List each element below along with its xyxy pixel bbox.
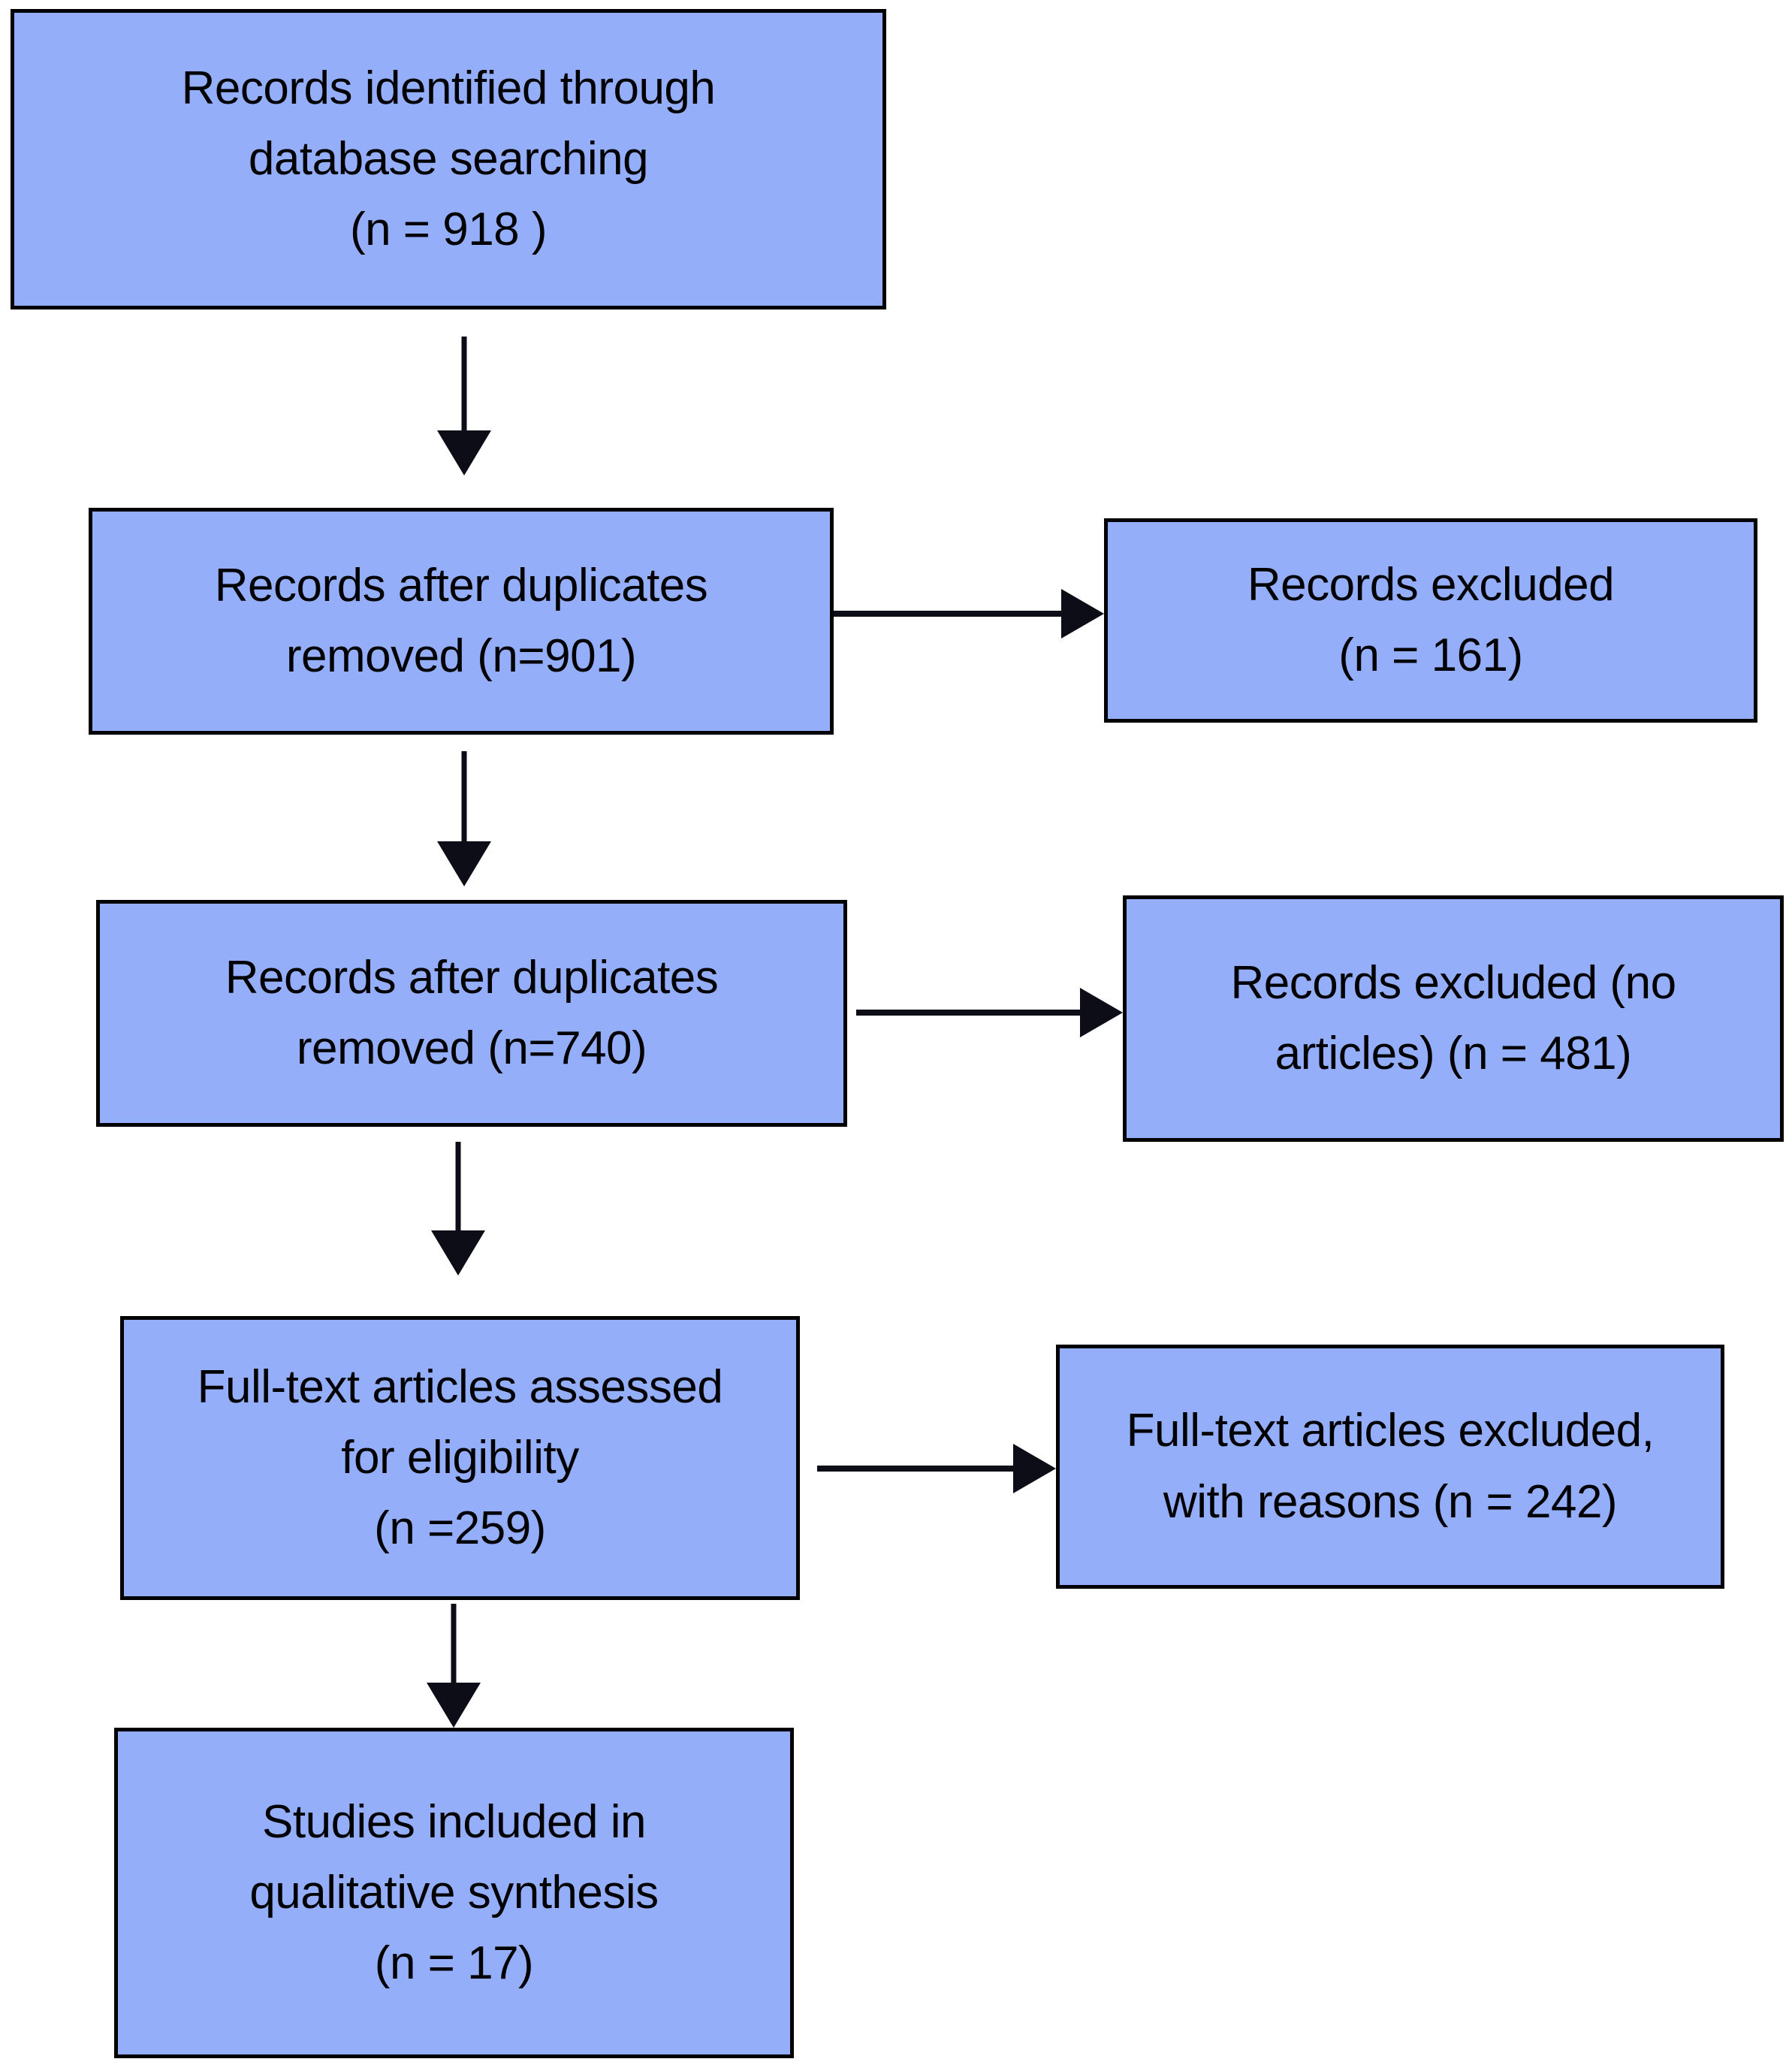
arrow-head-down-icon [431, 1230, 485, 1276]
node-line: Records excluded [1247, 558, 1615, 611]
node-line: Studies included in [262, 1795, 646, 1848]
node-records-excluded-161: Records excluded (n = 161) [1104, 518, 1757, 723]
arrow-dedup740-to-excluded481 [856, 988, 1123, 1037]
arrow-head-down-icon [437, 841, 491, 886]
node-line: Full-text articles excluded, [1126, 1405, 1655, 1457]
arrow-identified-to-dedup901 [437, 337, 491, 475]
node-fulltext-excluded-242: Full-text articles excluded, with reason… [1056, 1345, 1724, 1589]
arrow-dedup901-to-dedup740 [437, 751, 491, 886]
node-line: (n =259) [374, 1502, 546, 1555]
arrow-head-right-icon [1080, 988, 1123, 1037]
node-line: Records excluded (no [1230, 956, 1676, 1009]
arrow-shaft [834, 611, 1065, 617]
arrow-head-right-icon [1013, 1444, 1056, 1493]
arrow-shaft [455, 1142, 461, 1233]
node-line: Records identified through [181, 62, 716, 114]
node-line: (n = 918 ) [349, 204, 548, 256]
node-line: (n = 17) [374, 1937, 534, 1990]
node-line: removed (n=901) [285, 630, 637, 682]
arrow-dedup740-to-fulltext259 [431, 1142, 485, 1276]
arrow-shaft [461, 751, 467, 844]
arrow-shaft [461, 337, 467, 433]
node-line: removed (n=740) [296, 1022, 647, 1074]
node-fulltext-assessed-259: Full-text articles assessed for eligibil… [120, 1316, 800, 1600]
arrow-shaft [856, 1010, 1084, 1016]
node-line: database searching [248, 132, 649, 185]
arrow-head-down-icon [437, 430, 491, 475]
node-records-excluded-481: Records excluded (no articles) (n = 481) [1123, 895, 1784, 1142]
arrow-head-right-icon [1061, 589, 1104, 639]
arrow-fulltext259-to-excluded242 [817, 1444, 1056, 1493]
node-line: Records after duplicates [225, 951, 719, 1004]
node-line: for eligibility [341, 1431, 579, 1484]
node-records-after-duplicates-740: Records after duplicates removed (n=740) [96, 900, 847, 1127]
arrow-fulltext259-to-included17 [427, 1604, 481, 1728]
node-line: qualitative synthesis [249, 1866, 659, 1919]
arrow-shaft [817, 1466, 1018, 1472]
arrow-shaft [451, 1604, 457, 1685]
node-records-after-duplicates-901: Records after duplicates removed (n=901) [89, 508, 834, 735]
node-records-identified: Records identified through database sear… [11, 9, 886, 309]
node-line: (n = 161) [1338, 629, 1523, 681]
node-line: Records after duplicates [214, 559, 708, 611]
node-studies-included-17: Studies included in qualitative synthesi… [114, 1728, 794, 2058]
node-line: Full-text articles assessed [197, 1360, 723, 1413]
node-line: articles) (n = 481) [1275, 1028, 1632, 1079]
node-line: with reasons (n = 242) [1163, 1475, 1618, 1528]
arrow-dedup901-to-excluded161 [834, 589, 1104, 639]
arrow-head-down-icon [427, 1683, 481, 1728]
